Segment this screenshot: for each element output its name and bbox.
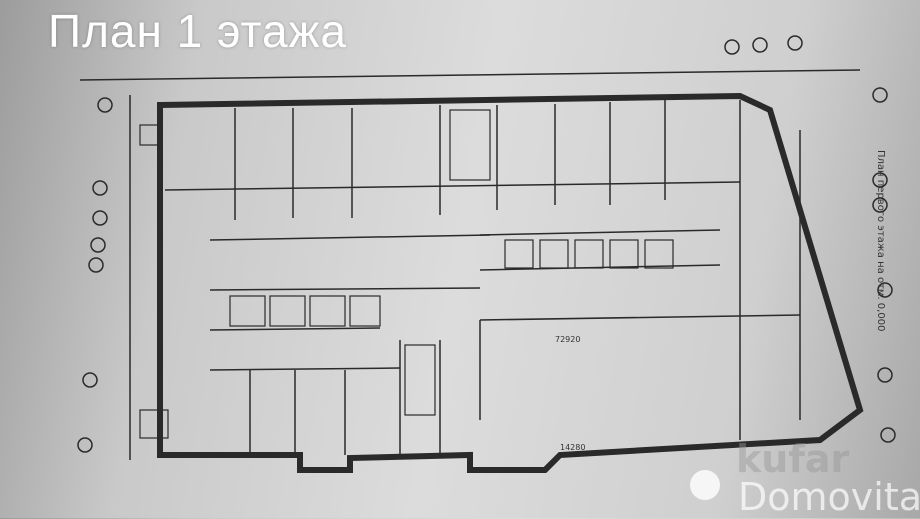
watermark-domovita: Domovita (738, 475, 920, 519)
bottom-dimension: 14280 (560, 443, 585, 452)
plan-caption: План первого этажа на отм. 0,000 (875, 150, 886, 332)
watermark: kufar Domovita (690, 437, 920, 519)
watermark-logo-icon (690, 470, 720, 500)
corridor-dimension: 72920 (555, 335, 580, 344)
page-title: План 1 этажа (48, 5, 347, 57)
outer-wall (157, 92, 864, 473)
watermark-kufar: kufar (736, 437, 850, 481)
